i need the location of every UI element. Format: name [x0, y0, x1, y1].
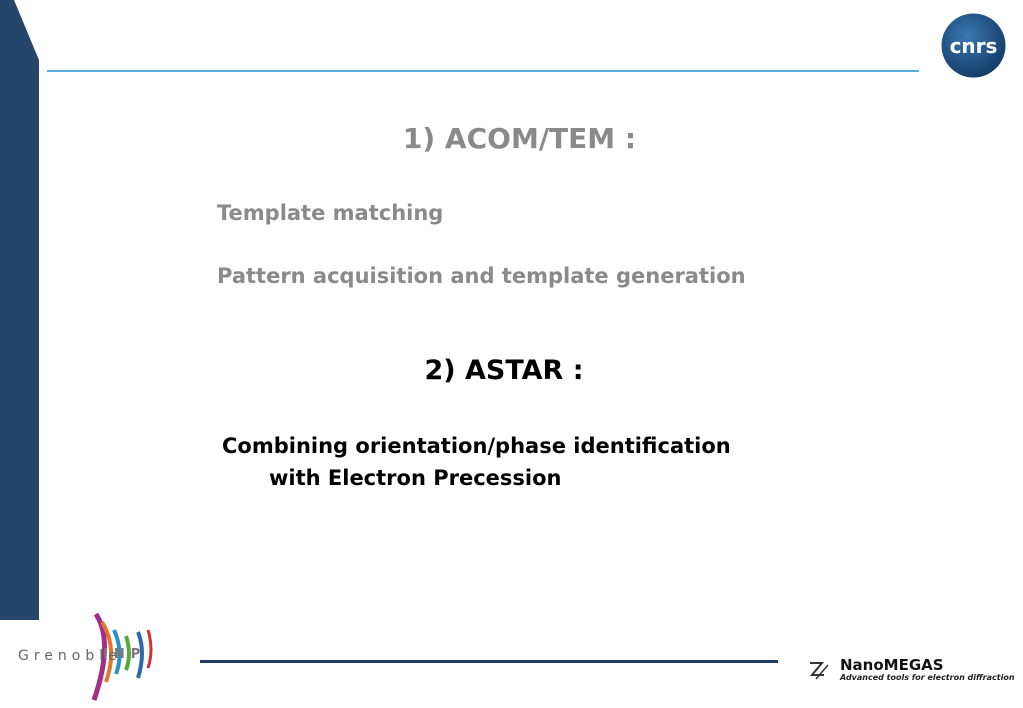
bottom-rule	[200, 660, 778, 663]
top-rule	[47, 70, 919, 72]
svg-text:cnrs: cnrs	[950, 34, 998, 58]
section2-body: Combining orientation/phase identificati…	[222, 430, 731, 494]
cnrs-logo: cnrs	[941, 13, 1006, 78]
section2-line1: Combining orientation/phase identificati…	[222, 434, 731, 458]
side-band	[0, 0, 39, 620]
nanomegas-tagline: Advanced tools for electron diffraction	[840, 673, 1015, 682]
grenoble-label: Grenoble	[18, 648, 122, 664]
section2-line2: with Electron Precession	[269, 466, 562, 490]
nanomegas-logo	[809, 662, 829, 680]
section2-title: 2) ASTAR :	[424, 355, 584, 386]
item-template-matching: Template matching	[217, 201, 444, 225]
section1-title: 1) ACOM/TEM :	[402, 122, 637, 155]
grenoble-inp-logo	[91, 612, 153, 701]
item-pattern-acquisition: Pattern acquisition and template generat…	[217, 264, 746, 288]
inp-label: INP	[103, 647, 147, 662]
nanomegas-name: NanoMEGAS	[840, 656, 944, 674]
